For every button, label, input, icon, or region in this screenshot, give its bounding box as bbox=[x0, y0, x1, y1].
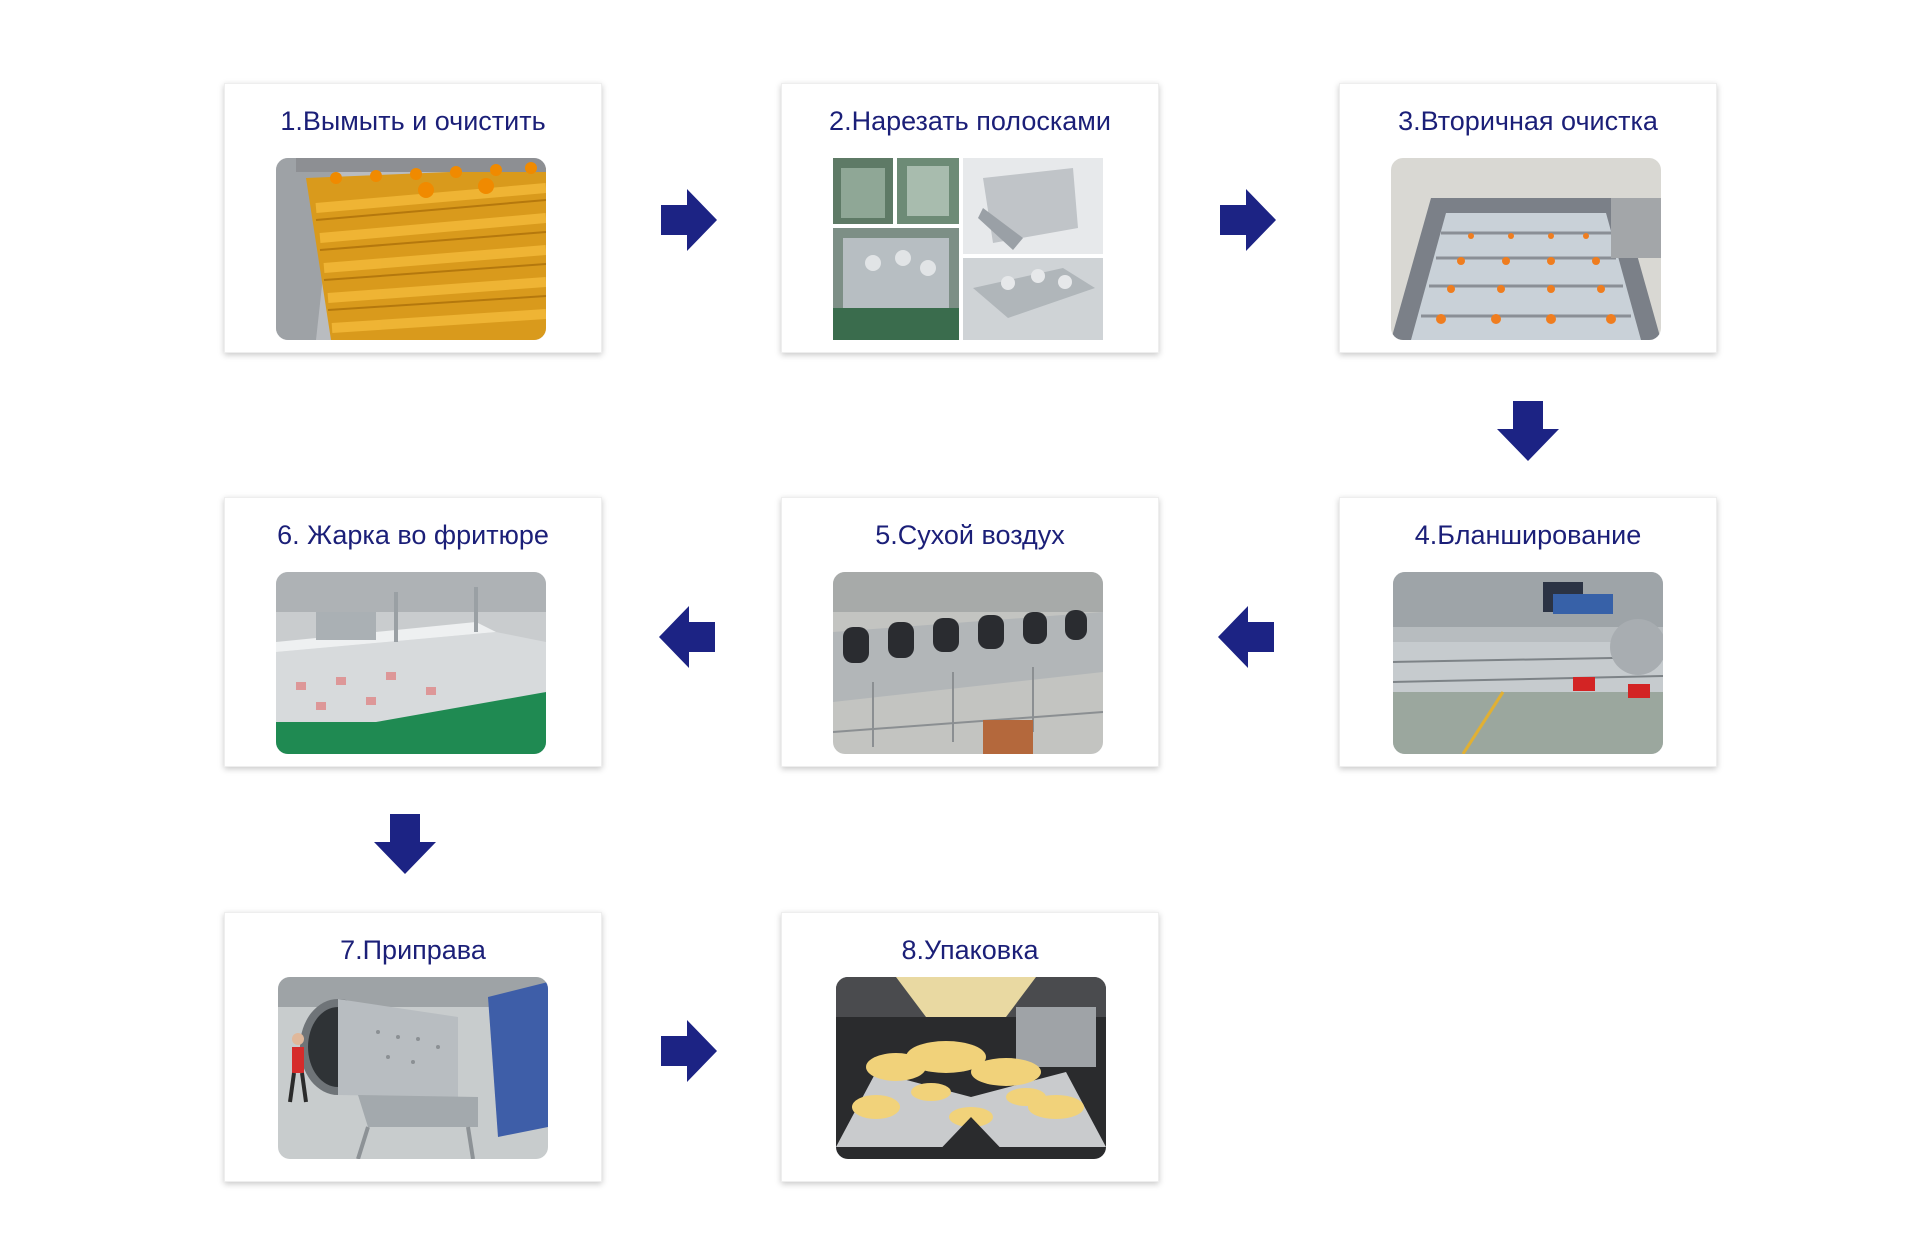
step-card-blanching: 4.Бланширование bbox=[1339, 497, 1717, 767]
step-title: 4.Бланширование bbox=[1414, 520, 1642, 550]
step-card-wash-peel: 1.Вымыть и очистить bbox=[224, 83, 602, 353]
arrow-left-icon bbox=[1212, 602, 1282, 672]
packaging-machine-photo bbox=[836, 977, 1106, 1159]
washing-line-photo bbox=[1391, 158, 1661, 340]
arrow-right-icon bbox=[653, 185, 723, 255]
arrow-right-icon bbox=[653, 1016, 723, 1086]
step-title: 2.Нарезать полосками bbox=[829, 106, 1111, 136]
step-title: 6. Жарка во фритюре bbox=[277, 520, 549, 550]
step-card-deep-frying: 6. Жарка во фритюре bbox=[224, 497, 602, 767]
seasoning-drum-photo bbox=[278, 977, 548, 1159]
step-title: 3.Вторичная очистка bbox=[1398, 106, 1658, 136]
step-card-secondary-cleaning: 3.Вторичная очистка bbox=[1339, 83, 1717, 353]
step-card-packaging: 8.Упаковка bbox=[781, 912, 1159, 1182]
arrow-right-icon bbox=[1212, 185, 1282, 255]
step-title: 8.Упаковка bbox=[901, 935, 1039, 965]
step-card-air-dry: 5.Сухой воздух bbox=[781, 497, 1159, 767]
air-dryer-photo bbox=[833, 572, 1103, 754]
step-title: 1.Вымыть и очистить bbox=[280, 106, 546, 136]
step-title: 7.Приправа bbox=[340, 935, 486, 965]
fryer-photo bbox=[276, 572, 546, 754]
step-card-seasoning: 7.Приправа bbox=[224, 912, 602, 1182]
step-card-cut-strips: 2.Нарезать полосками bbox=[781, 83, 1159, 353]
arrow-down-icon bbox=[1493, 395, 1563, 465]
step-title: 5.Сухой воздух bbox=[875, 520, 1065, 550]
washing-machine-photo bbox=[276, 158, 546, 340]
arrow-down-icon bbox=[370, 808, 440, 878]
blanching-line-photo bbox=[1393, 572, 1663, 754]
arrow-left-icon bbox=[653, 602, 723, 672]
cutting-machines-photo bbox=[833, 158, 1103, 340]
